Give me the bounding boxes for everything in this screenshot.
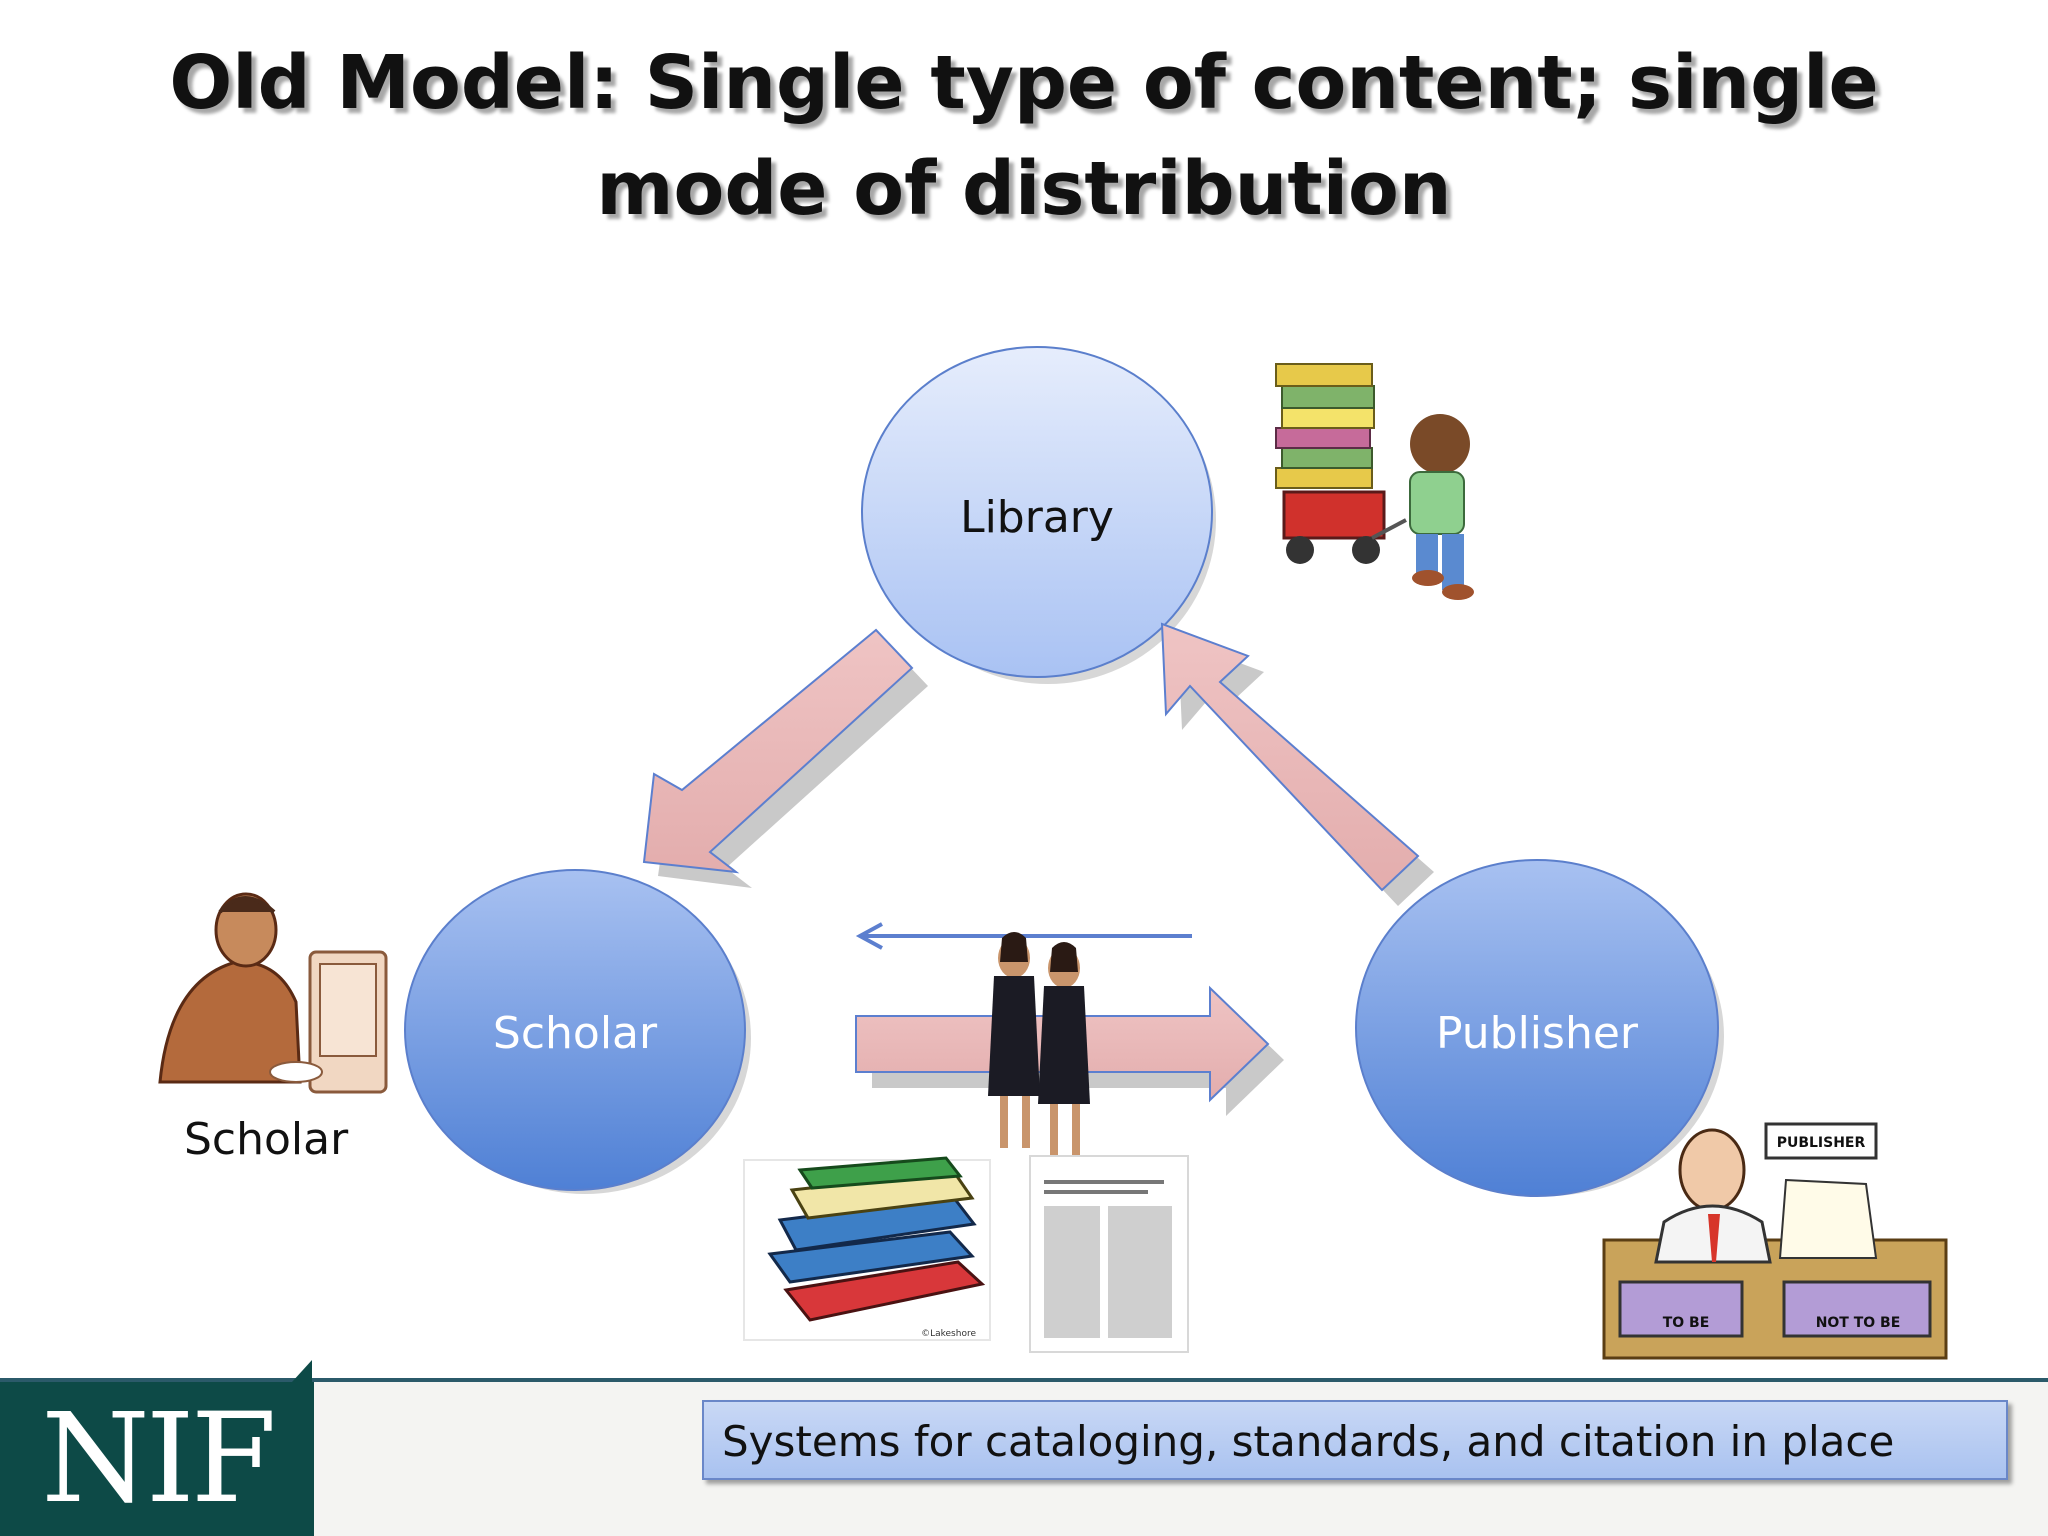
title-line-1: Old Model: Single type of content; singl… xyxy=(169,40,1879,126)
publisher-desk-clipart: PUBLISHER TO BE NOT TO BE xyxy=(1602,1122,1948,1360)
library-label: Library xyxy=(960,492,1114,543)
boy-wagon-books-clipart xyxy=(1275,363,1474,600)
arrow-library-to-scholar xyxy=(642,628,928,888)
two-women-photo xyxy=(988,932,1090,1164)
slide-title: Old Model: Single type of content; singl… xyxy=(0,30,2048,242)
arrow-publisher-to-library xyxy=(1160,622,1434,906)
arrow-publisher-to-scholar-thin xyxy=(855,922,1192,950)
footer-rule xyxy=(0,1378,2048,1382)
journal-article-page xyxy=(1029,1155,1189,1353)
footer-caption: Systems for cataloging, standards, and c… xyxy=(702,1400,2008,1480)
scholar-computer-clipart xyxy=(158,892,388,1094)
books-credit: ©Lakeshore xyxy=(921,1329,976,1339)
library-node: Library xyxy=(861,346,1216,684)
book-stack-clipart: ©Lakeshore xyxy=(743,1156,991,1341)
title-line-2: mode of distribution xyxy=(596,146,1452,232)
nif-logo: NIF xyxy=(0,1382,314,1536)
scholar-caption: Scholar xyxy=(184,1114,349,1165)
publisher-sign-text: PUBLISHER xyxy=(1777,1135,1866,1151)
scholar-label: Scholar xyxy=(493,1008,658,1059)
logo-notch xyxy=(292,1360,312,1382)
publisher-node: Publisher xyxy=(1355,859,1724,1197)
scholar-node: Scholar xyxy=(404,869,751,1194)
tray-right-label: NOT TO BE xyxy=(1816,1315,1901,1331)
publisher-label: Publisher xyxy=(1436,1008,1639,1059)
tray-left-label: TO BE xyxy=(1663,1315,1710,1331)
